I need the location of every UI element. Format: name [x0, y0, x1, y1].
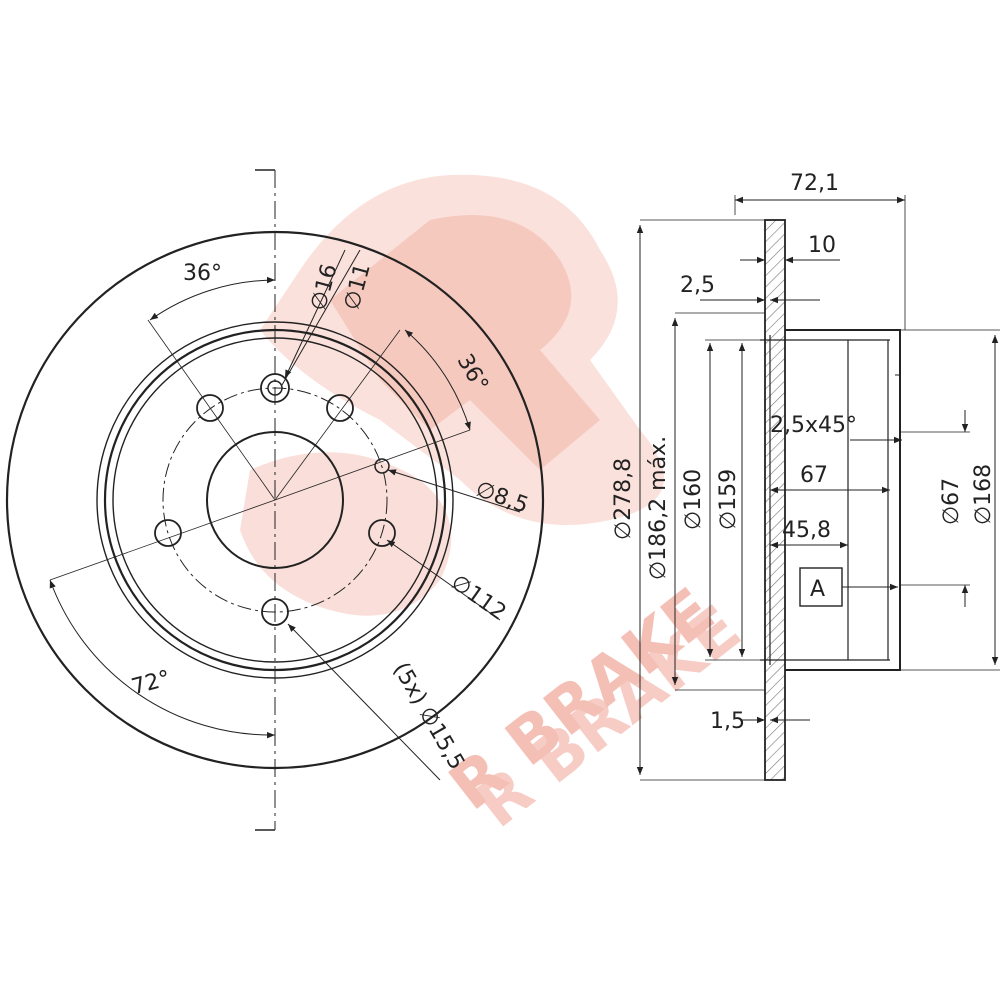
label-d186-2: ∅186,2 máx. — [646, 436, 671, 580]
small-hole — [374, 458, 390, 474]
leader-11 — [281, 249, 361, 386]
datum-box — [799, 567, 843, 607]
leader-15-5 — [287, 623, 441, 781]
bolt-hole — [368, 519, 396, 547]
label-d159: ∅159 — [716, 469, 741, 530]
angle-leader — [147, 319, 276, 501]
leader-8-5 — [387, 469, 521, 513]
bolt-hole — [196, 394, 224, 422]
side-view — [636, 195, 1000, 781]
label-bolt-holes: (5x) ∅15,5 — [388, 658, 469, 774]
front-view — [5, 169, 545, 831]
angle-arc-right — [404, 329, 471, 431]
angle-arc-top — [149, 276, 276, 321]
angle-leader — [274, 329, 401, 501]
angle-arc-bottom — [49, 579, 276, 739]
angle-leader — [49, 499, 276, 581]
label-datum: A — [810, 577, 825, 602]
label-angle-bottom: 72° — [129, 666, 173, 700]
label-bolt-circle: ∅112 — [446, 570, 510, 626]
label-45-8: 45,8 — [782, 518, 831, 543]
label-2-5: 2,5 — [680, 273, 715, 298]
label-d67: ∅67 — [939, 478, 964, 525]
label-67-width: 67 — [800, 463, 828, 488]
label-chamfer: 2,5x45° — [770, 413, 857, 438]
label-1-5: 1,5 — [710, 709, 745, 734]
hat-outline — [785, 329, 901, 671]
label-d160: ∅160 — [681, 469, 706, 530]
label-72-1: 72,1 — [790, 171, 839, 196]
disc-section — [764, 219, 786, 781]
label-angle-top: 36° — [183, 261, 222, 286]
label-10: 10 — [808, 233, 836, 258]
bolt-hole — [326, 394, 354, 422]
angle-leader — [274, 429, 471, 501]
label-d278-8: ∅278,8 — [611, 458, 636, 540]
side-view-labels: 72,1 10 2,5 2,5x45° 67 45,8 A 1,5 ∅278,8… — [611, 171, 996, 734]
leader-112 — [386, 539, 501, 621]
leader-16 — [284, 249, 346, 379]
watermark-logo — [240, 174, 664, 616]
label-d168: ∅168 — [971, 464, 996, 525]
